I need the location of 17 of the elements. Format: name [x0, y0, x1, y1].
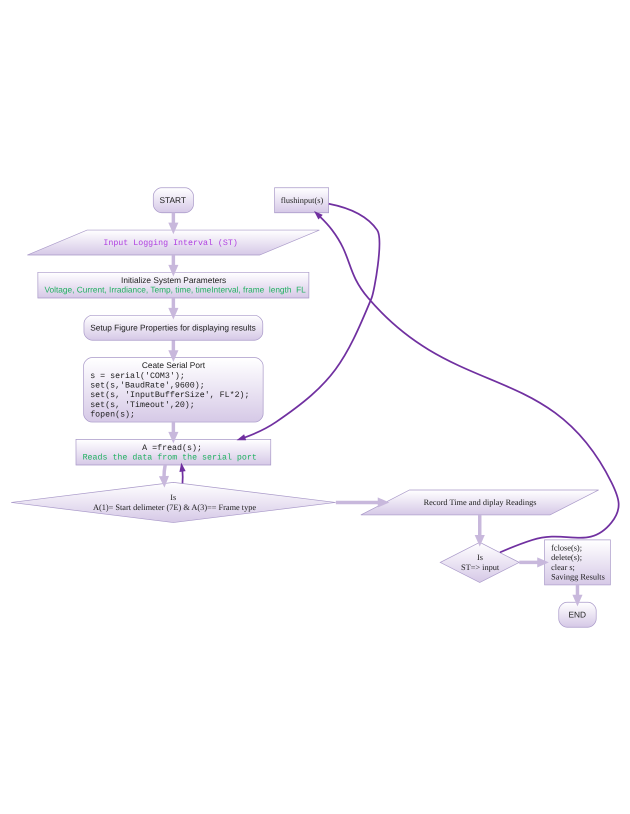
arrow: [336, 496, 390, 508]
arrow: [236, 202, 380, 440]
arrow: [519, 556, 549, 567]
node-box: START: [152, 186, 194, 213]
arrow: [168, 212, 178, 234]
node-box: Initialize System Parameters Voltage, Current, Irradiance, Temp, time, timeInterval, frame length FL: [38, 271, 310, 298]
arrow: [168, 298, 178, 319]
node-box: Setup Figure Properties for displaying results: [84, 314, 264, 340]
arrow: [572, 584, 583, 606]
arrow: [314, 210, 620, 553]
arrow: [168, 340, 178, 362]
arrow: [168, 422, 178, 443]
arrow: [179, 462, 186, 483]
arrow: [168, 254, 178, 276]
node-box: END: [558, 601, 597, 628]
arrow: [158, 464, 170, 488]
arrow: [474, 514, 485, 546]
